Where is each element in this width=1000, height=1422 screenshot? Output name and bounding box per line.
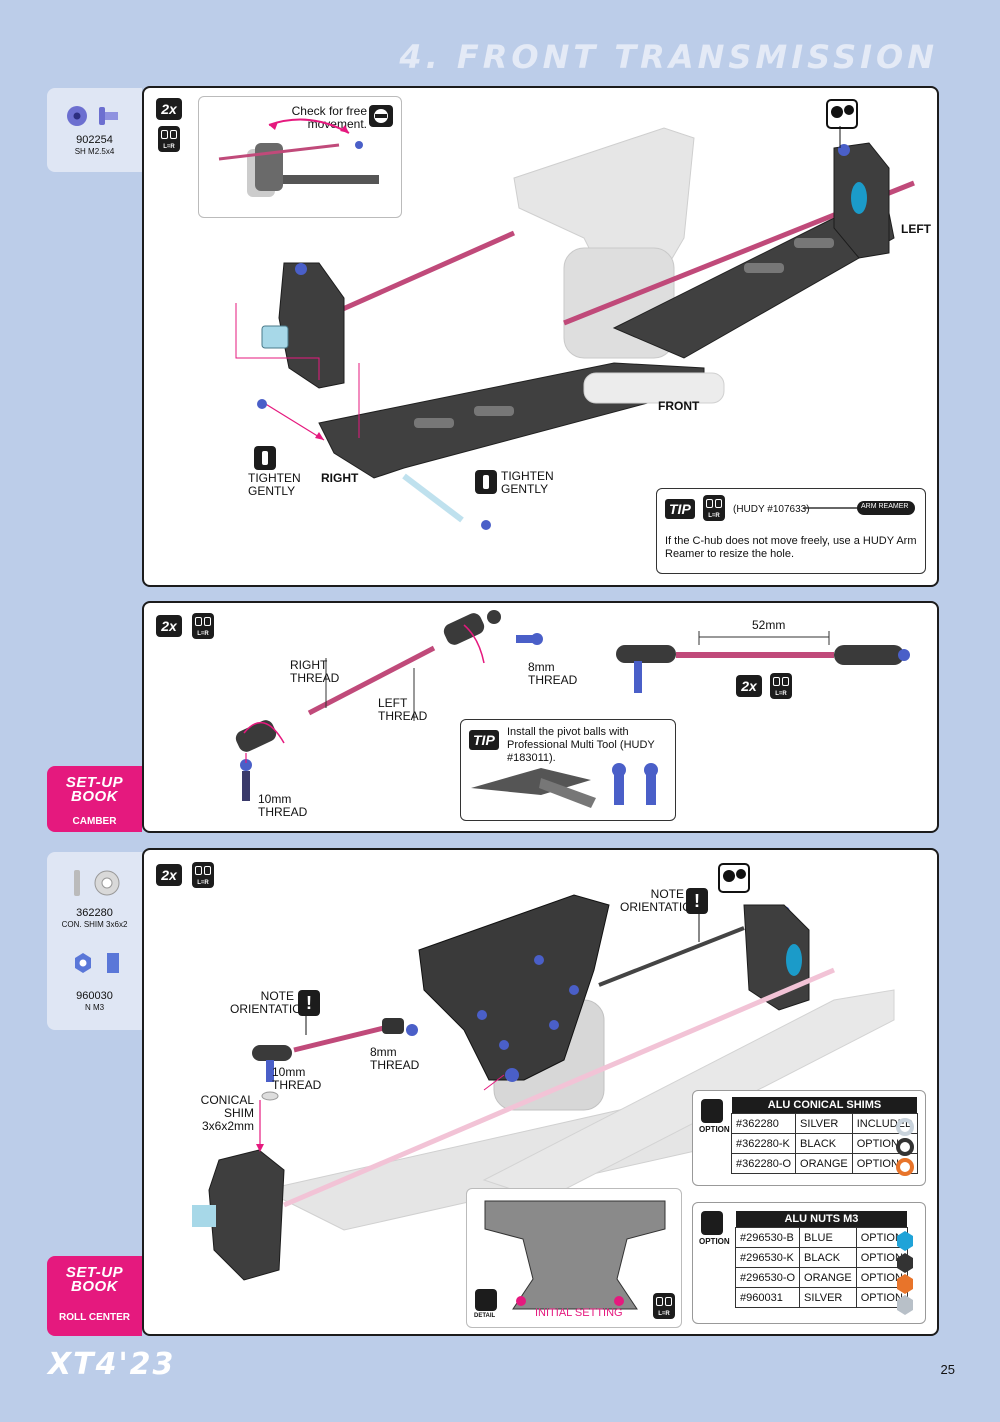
swatch-shim-black	[896, 1138, 914, 1156]
multi-tool-illustration	[471, 763, 658, 808]
step-3-panel: 2x L=R NO	[142, 848, 939, 1336]
tip-reference: (HUDY #107633)	[733, 504, 810, 515]
warning-icon: !	[298, 990, 320, 1016]
left-thread-label: LEFT THREAD	[378, 696, 428, 723]
tighten-gently-note: TIGHTEN GENTLY	[501, 469, 554, 496]
option-badge: OPTION	[699, 1125, 730, 1134]
detail-magnifier-icon	[475, 1289, 497, 1311]
front-chassis-illustration	[235, 99, 915, 530]
turnbuckle-assembly-illustration	[235, 610, 910, 801]
swatch-nut-orange	[897, 1274, 913, 1294]
shim-and-nut-icons	[74, 870, 120, 973]
multi-tool-tip: TIP Install the pivot balls with Profess…	[460, 719, 676, 821]
right-thread-label: RIGHT THREAD	[290, 658, 340, 685]
quantity-badge: 2x	[156, 98, 182, 120]
shim-swatches	[896, 1118, 914, 1176]
tip-badge: TIP	[469, 730, 499, 750]
page-number: 25	[940, 1362, 955, 1377]
quantity-badge: 2x	[736, 675, 762, 697]
movement-detail-inset: Check for free movement.	[198, 96, 402, 218]
table-title: ALU CONICAL SHIMS	[731, 1097, 918, 1114]
swatch-nut-black	[897, 1253, 913, 1273]
length-dimension: 52mm	[752, 618, 786, 632]
page-title: 4. FRONT TRANSMISSION	[399, 38, 938, 76]
thread-10mm-label: 10mm THREAD	[272, 1065, 322, 1092]
check-note: Check for free movement.	[291, 104, 367, 131]
thread-8mm-label: 8mm THREAD	[370, 1045, 420, 1072]
initial-setting-label: INITIAL SETTING	[535, 1307, 623, 1319]
step-1-panel: 2x L=R Check for free movement.	[142, 86, 939, 587]
quantity-badge: 2x	[156, 615, 182, 637]
setup-book-roll-center: SET-UP BOOK ROLL CENTER	[47, 1256, 142, 1336]
swatch-nut-blue	[897, 1231, 913, 1251]
arm-reamer-tip: TIP L=R (HUDY #107633) ARM REAMER If the…	[656, 488, 926, 574]
step-2-panel: 2x L=R RIGHT THREAD LEFT THREAD 8mm THRE…	[142, 601, 939, 833]
table-title: ALU NUTS M3	[735, 1211, 908, 1228]
left-equals-right-icon: L=R	[158, 126, 180, 152]
shock-tower-detail-illustration	[484, 1200, 666, 1310]
screw-icon	[67, 106, 118, 126]
torque-icon	[475, 470, 497, 494]
left-equals-right-icon: L=R	[770, 673, 792, 699]
tighten-gently-note: TIGHTEN GENTLY	[248, 471, 301, 498]
option-badge: OPTION	[699, 1237, 730, 1246]
note-orientation-label: NOTE ORIENTATION	[620, 887, 701, 914]
torque-icon	[254, 446, 276, 470]
nut-swatches	[897, 1231, 913, 1315]
left-label: LEFT	[901, 222, 931, 236]
front-label: FRONT	[658, 399, 700, 413]
swatch-shim-silver	[896, 1118, 914, 1136]
thumbs-up-icon	[701, 1211, 723, 1235]
detail-badge: DETAIL	[474, 1313, 496, 1319]
shock-tower-camber-link-illustration	[192, 863, 895, 1281]
shock-tower-detail: DETAIL INITIAL SETTING L=R	[466, 1188, 682, 1328]
tool-name: ARM REAMER	[861, 503, 909, 510]
model-logo: XT4'23	[48, 1347, 176, 1382]
swatch-nut-silver	[897, 1295, 913, 1315]
warning-icon: !	[686, 888, 708, 914]
c-hub-motion-illustration	[218, 118, 379, 197]
thumbs-up-icon	[701, 1099, 723, 1123]
tip-text: If the C-hub does not move freely, use a…	[665, 535, 917, 560]
hex-key-icon	[369, 105, 393, 127]
arm-reamer-icon	[803, 501, 915, 515]
tip-text: Install the pivot balls with Professiona…	[507, 726, 655, 764]
left-equals-right-icon: L=R	[192, 613, 214, 639]
note-orientation-label: NOTE ORIENTATION	[230, 989, 311, 1016]
tip-badge: TIP	[665, 499, 695, 519]
conical-shim-label: CONICAL SHIM 3x6x2mm	[200, 1093, 254, 1133]
swatch-shim-orange	[896, 1158, 914, 1176]
setup-book-camber: SET-UP BOOK CAMBER	[47, 766, 142, 832]
left-equals-right-icon: L=R	[192, 862, 214, 888]
quantity-badge: 2x	[156, 864, 182, 886]
right-label: RIGHT	[321, 471, 359, 485]
left-equals-right-icon: L=R	[653, 1293, 675, 1319]
left-equals-right-icon: L=R	[703, 495, 725, 521]
thread-10mm-label: 10mm THREAD	[258, 792, 308, 819]
thread-8mm-label: 8mm THREAD	[528, 660, 578, 687]
